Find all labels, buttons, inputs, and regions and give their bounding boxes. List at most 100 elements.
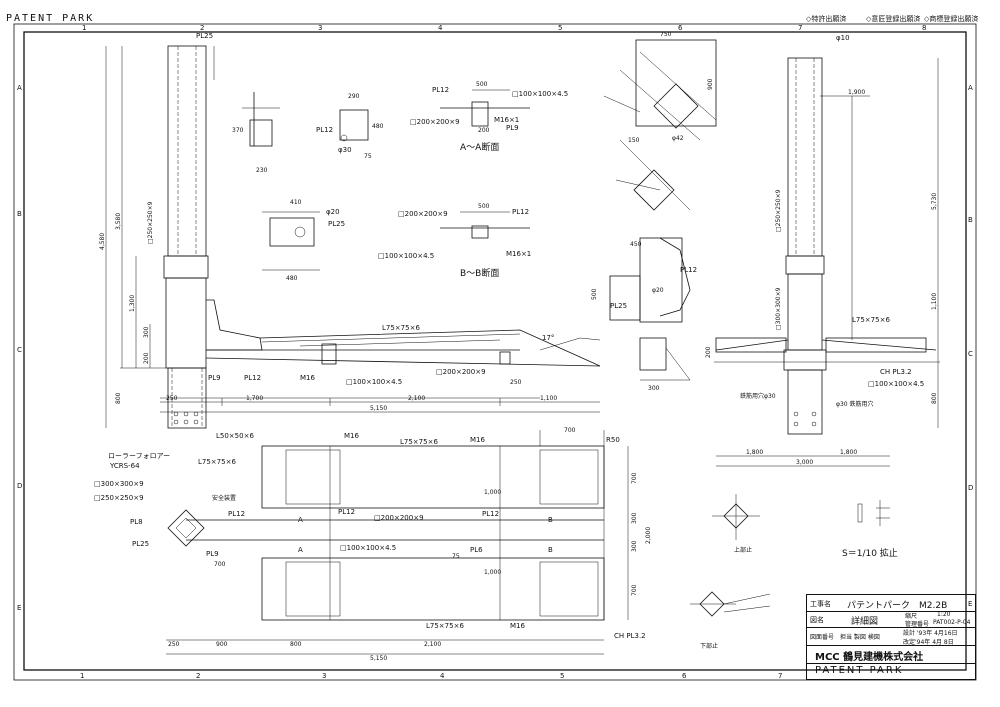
plan-view bbox=[166, 430, 629, 655]
col-top-6: 6 bbox=[678, 24, 683, 32]
company-name: MCC 鶴見建機株式会社 bbox=[815, 652, 924, 663]
col-bottom-5: 5 bbox=[560, 672, 564, 680]
col-top-5: 5 bbox=[558, 24, 562, 32]
roles-label: 図面番号 担当 製図 検図 bbox=[810, 634, 880, 641]
pivot-pl25: PL25 bbox=[610, 302, 627, 310]
elevation-view bbox=[105, 45, 601, 429]
pivot-details bbox=[603, 39, 717, 381]
number-value: PAT002-P-04 bbox=[933, 619, 971, 626]
pivot-d900: 900 bbox=[707, 78, 714, 90]
drawing-label: 図名 bbox=[810, 616, 824, 624]
aa-dim500: 500 bbox=[476, 81, 488, 88]
row-right-e: E bbox=[968, 600, 972, 608]
lower-stop-label: 下部止 bbox=[700, 642, 718, 650]
pivot-d150: 150 bbox=[628, 137, 640, 144]
plan-mark-a2: A bbox=[298, 546, 303, 554]
plan-pl12-a: PL12 bbox=[228, 510, 245, 518]
plan-d250: 250 bbox=[168, 641, 180, 648]
plan-pl8: PL8 bbox=[130, 518, 143, 526]
aa-sq200: □200×200×9 bbox=[410, 118, 460, 126]
plan-sq250: □250×250×9 bbox=[94, 494, 144, 502]
aa-sq100: □100×100×4.5 bbox=[512, 90, 568, 98]
plan-d700: 700 bbox=[564, 427, 576, 434]
col-top-4: 4 bbox=[438, 24, 443, 32]
plan-roller: ローラーフォロアー bbox=[108, 452, 170, 460]
row-right-c: C bbox=[968, 350, 973, 358]
elev-h-small: 300 bbox=[143, 326, 150, 338]
plan-d300-a: 300 bbox=[631, 512, 638, 524]
row-left-a: A bbox=[17, 84, 22, 92]
detail-brackets bbox=[242, 92, 369, 271]
aa-dim200: 200 bbox=[478, 127, 490, 134]
plan-ycrs: YCRS-64 bbox=[109, 462, 140, 470]
elev-w-right: 250 bbox=[510, 379, 522, 386]
scale-label: 縮尺 bbox=[905, 613, 918, 620]
plan-d700-b: 700 bbox=[631, 584, 638, 596]
detail-dim370: 370 bbox=[232, 127, 244, 134]
plan-d5150: 5,150 bbox=[370, 655, 387, 662]
detail-pl12-a: PL12 bbox=[316, 126, 333, 134]
row-right-b: B bbox=[968, 216, 973, 224]
detail-phi30: φ30 bbox=[338, 146, 352, 154]
plan-d800: 800 bbox=[290, 641, 302, 648]
upper-stop-label: 上部止 bbox=[734, 546, 752, 554]
plan-r50: R50 bbox=[606, 436, 620, 444]
title-row-drawing: 図名 詳細図 縮尺 1:20 管理番号 PAT002-P-04 bbox=[807, 611, 975, 628]
plan-d300-b: 300 bbox=[631, 540, 638, 552]
plan-d700-c: 700 bbox=[214, 561, 226, 568]
plan-pl12-b: PL12 bbox=[338, 508, 355, 516]
section-aa-drawing bbox=[440, 89, 530, 127]
elev-w1: 1,700 bbox=[246, 395, 263, 402]
elev-h-mid: 1,300 bbox=[129, 295, 136, 312]
row-left-d: D bbox=[17, 482, 22, 490]
row-left-c: C bbox=[17, 346, 22, 354]
pivot-pl12: PL12 bbox=[680, 266, 697, 274]
sheet-title: PATENT PARK bbox=[6, 13, 95, 24]
elev-sq200: □200×200×9 bbox=[436, 368, 486, 376]
plan-pl9: PL9 bbox=[206, 550, 219, 558]
brand-name: PATENT PARK bbox=[815, 665, 904, 676]
elev-pl25: PL25 bbox=[196, 32, 213, 40]
col-top-8: 8 bbox=[922, 24, 926, 32]
col-bottom-1: 1 bbox=[80, 672, 84, 680]
bb-sq200: □200×200×9 bbox=[398, 210, 448, 218]
plan-l75-b: L75×75×6 bbox=[198, 458, 236, 466]
aa-pl12: PL12 bbox=[432, 86, 449, 94]
title-row-company: MCC 鶴見建機株式会社 bbox=[807, 645, 975, 664]
col-bottom-4: 4 bbox=[440, 672, 445, 680]
col-bottom-7: 7 bbox=[778, 672, 782, 680]
plan-sq200: □200×200×9 bbox=[374, 514, 424, 522]
detail-dim480b: 480 bbox=[286, 275, 298, 282]
side-d1900: 1,900 bbox=[848, 89, 865, 96]
plan-pl6: PL6 bbox=[470, 546, 483, 554]
number-label: 管理番号 bbox=[905, 621, 930, 628]
plan-mark-b1: B bbox=[548, 516, 553, 524]
bb-m16: M16×1 bbox=[506, 250, 531, 258]
plan-m16-c: M16 bbox=[510, 622, 525, 630]
pivot-d500: 500 bbox=[591, 288, 598, 300]
plan-sq300: □300×300×9 bbox=[94, 480, 144, 488]
detail-pl25: PL25 bbox=[328, 220, 345, 228]
option-patent: ◇特許出願済 bbox=[806, 15, 847, 23]
plan-d1000-b: 1,000 bbox=[484, 569, 501, 576]
plan-ch: CH PL3.2 bbox=[614, 632, 646, 640]
side-d3000: 3,000 bbox=[796, 459, 813, 466]
scale-value: 1:20 bbox=[937, 611, 951, 618]
col-top-3: 3 bbox=[318, 24, 322, 32]
col-top-2: 2 bbox=[200, 24, 204, 32]
drawing-value: 詳細図 bbox=[851, 617, 879, 627]
design-date: 設計 '93年 4月16日 bbox=[903, 630, 958, 637]
plan-mark-b2: B bbox=[548, 546, 553, 554]
elev-w2: 2,100 bbox=[408, 395, 425, 402]
pivot-d300: 300 bbox=[648, 385, 660, 392]
elev-h-foot: 200 bbox=[143, 352, 150, 364]
side-phi30note: φ30 鉄筋用穴 bbox=[836, 400, 874, 408]
row-left-e: E bbox=[17, 604, 21, 612]
side-sq300: □300×300×9 bbox=[775, 287, 782, 330]
elev-sq100: □100×100×4.5 bbox=[346, 378, 402, 386]
plan-d700-a: 700 bbox=[631, 472, 638, 484]
side-d1800b: 1,800 bbox=[840, 449, 857, 456]
section-bb-drawing bbox=[440, 211, 530, 239]
plan-d75: 75 bbox=[452, 553, 460, 560]
row-right-a: A bbox=[968, 84, 973, 92]
